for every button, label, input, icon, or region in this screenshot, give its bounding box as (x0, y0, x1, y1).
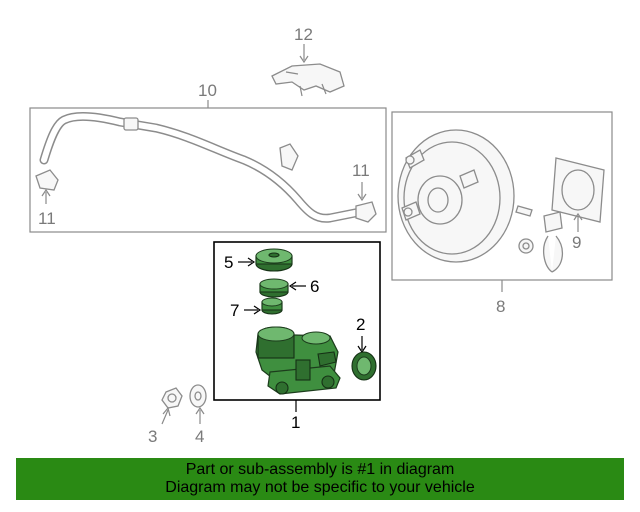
part-1-master-cylinder[interactable] (255, 326, 341, 395)
callout-5: 5 (224, 253, 233, 272)
part-6-strainer[interactable] (259, 278, 289, 298)
callout-11-right: 11 (352, 161, 370, 180)
callout-12: 12 (294, 25, 313, 44)
callout-6: 6 (310, 277, 319, 296)
part-2-o-ring[interactable] (351, 351, 377, 381)
callout-10: 10 (198, 81, 217, 100)
callout-3: 3 (148, 427, 157, 446)
callout-8: 8 (496, 297, 505, 316)
part-4-washer (189, 384, 207, 424)
part-11-clip-left (35, 169, 59, 204)
callout-11-left: 11 (38, 209, 56, 228)
part-9-gasket (515, 157, 605, 273)
part-7-seal[interactable] (261, 297, 283, 315)
part-11-clip-right (355, 182, 377, 223)
banner-line-2: Diagram may not be specific to your vehi… (165, 479, 475, 496)
master-cylinder-frame (213, 241, 381, 401)
callout-2: 2 (356, 315, 365, 334)
callout-1: 1 (291, 413, 300, 432)
callout-4: 4 (195, 427, 204, 446)
fitment-banner: Part or sub-assembly is #1 in diagram Di… (16, 458, 624, 500)
part-5-reservoir-cap[interactable] (255, 248, 293, 272)
part-8-brake-booster (397, 129, 515, 263)
banner-line-1: Part or sub-assembly is #1 in diagram (185, 461, 455, 478)
part-12-bracket (271, 44, 345, 97)
callout-9: 9 (572, 233, 581, 252)
part-10-hose (39, 111, 365, 223)
hose-group-frame (29, 107, 387, 233)
part-3-nut (161, 387, 183, 425)
callout-7: 7 (230, 301, 239, 320)
